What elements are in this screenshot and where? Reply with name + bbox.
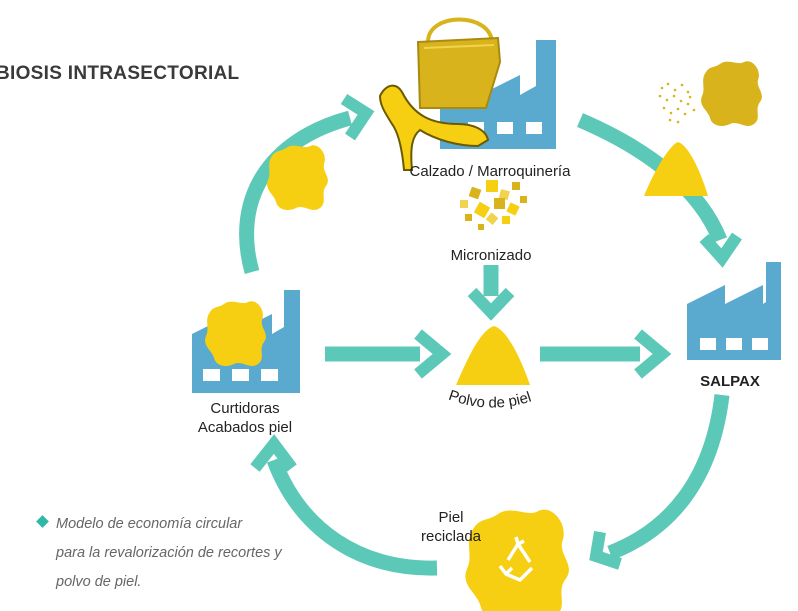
caption-line3: polvo de piel. — [56, 574, 142, 590]
recycle-symbol-icon — [498, 536, 534, 582]
label-piel-reciclada: Piel reciclada — [406, 508, 496, 546]
micronized-particles-icon — [460, 180, 527, 230]
leather-hide-factory-icon — [205, 301, 266, 366]
label-piel-line2: reciclada — [420, 528, 482, 545]
powder-pile-center-icon — [456, 326, 530, 385]
label-micronizado: Micronizado — [450, 247, 532, 264]
label-curtidoras-line1: Curtidoras — [210, 400, 280, 417]
arrow-piel-to-curtidoras — [266, 457, 438, 576]
label-curtidoras-line2: Acabados piel — [197, 419, 293, 436]
arrow-salpax-to-piel — [607, 394, 730, 561]
dust-particles-icon — [658, 82, 696, 124]
label-polvo: Polvo de piel — [447, 387, 534, 412]
handbag-icon — [416, 17, 502, 109]
leather-hide-icon — [267, 145, 328, 210]
leather-scrap-icon — [701, 61, 762, 126]
label-piel-line1: Piel — [438, 509, 464, 526]
arrow-curtidoras-to-calzado — [239, 110, 352, 275]
powder-pile-icon — [644, 142, 708, 196]
cycle-arrows — [239, 110, 730, 576]
label-salpax: SALPAX — [700, 373, 760, 390]
label-calzado: Calzado / Marroquinería — [409, 163, 571, 180]
caption: Modelo de economía circular para la reva… — [56, 510, 356, 597]
caption-line1: Modelo de economía circular — [56, 516, 243, 532]
factory-salpax-icon — [687, 262, 781, 360]
label-curtidoras: Curtidoras Acabados piel — [170, 399, 320, 437]
arrowheads — [250, 93, 742, 570]
shoe-icon — [378, 84, 490, 171]
page-title: BIOSIS INTRASECTORIAL — [0, 63, 240, 84]
caption-line2: para la revalorización de recortes y — [56, 545, 282, 561]
